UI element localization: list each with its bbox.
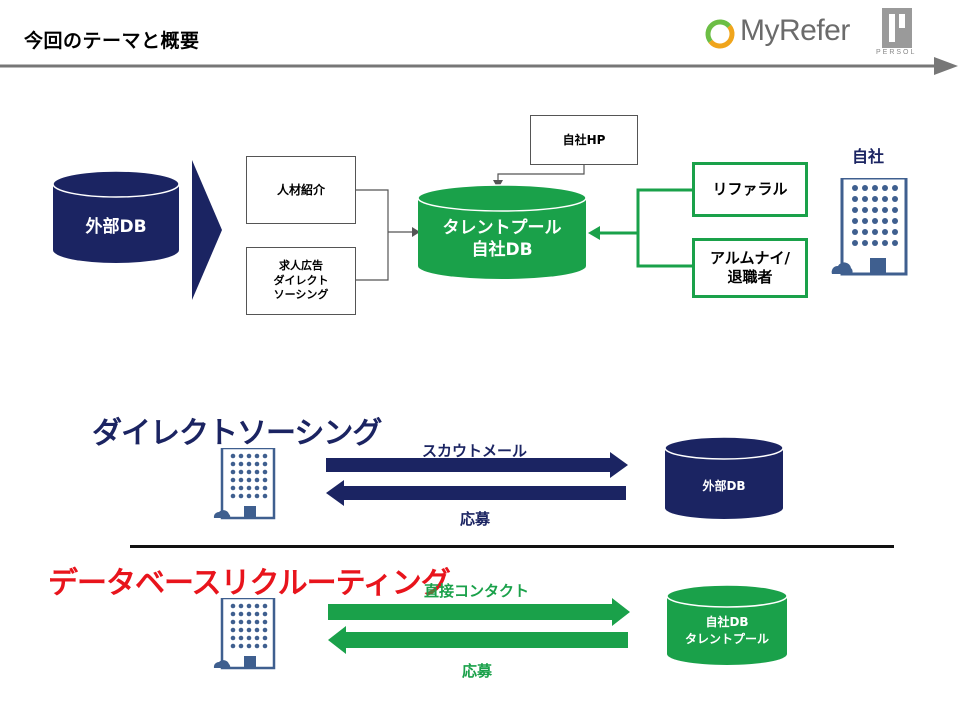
building-icon	[831, 178, 908, 276]
building-icon	[213, 598, 276, 670]
company-label: 自社	[852, 147, 885, 166]
persol-logo-icon	[882, 8, 912, 48]
talent-pool-cylinder	[417, 184, 587, 279]
page-title: 今回のテーマと概要	[24, 30, 200, 52]
green-connectors	[588, 188, 692, 268]
external-db-cylinder	[52, 170, 180, 263]
database-recruiting-heading: データベースリクルーティング	[48, 566, 451, 601]
referral-box: リファラル	[692, 162, 808, 217]
external-db-small-label: 外部DB	[702, 478, 746, 493]
arrow-right-icon	[328, 598, 630, 626]
talent-pool-small-label: 自社DB タレントプール	[684, 615, 769, 646]
arrow-left-icon	[326, 480, 626, 506]
talent-pool-label: タレントプール 自社DB	[442, 217, 562, 260]
building-icon	[213, 448, 276, 520]
myrefer-logo-icon	[705, 19, 735, 49]
alumni-box: アルムナイ/ 退職者	[692, 238, 808, 298]
source-box-job-ads: 求人広告 ダイレクト ソーシング	[246, 247, 356, 315]
arrow-right-icon	[326, 452, 628, 478]
source-connectors	[356, 189, 420, 281]
talent-pool-cylinder-small	[666, 584, 788, 665]
apply-label-green: 応募	[462, 662, 493, 680]
external-db-cylinder-small	[664, 436, 784, 519]
persol-logo-text: PERSOL	[876, 49, 917, 56]
direct-sourcing-heading: ダイレクトソーシング	[92, 416, 382, 451]
own-hp-box: 自社HP	[530, 115, 638, 165]
apply-label-blue: 応募	[460, 510, 491, 528]
source-box-agency: 人材紹介	[246, 156, 356, 224]
header-divider-arrow	[0, 57, 958, 75]
external-db-label: 外部DB	[85, 216, 147, 237]
scout-mail-label: スカウトメール	[422, 442, 528, 460]
myrefer-logo-text: MyRefer	[740, 14, 850, 47]
chevron-right-icon	[192, 160, 222, 300]
direct-contact-label: 直接コンタクト	[424, 582, 530, 600]
arrow-left-icon	[328, 626, 628, 654]
section-divider	[130, 545, 894, 548]
